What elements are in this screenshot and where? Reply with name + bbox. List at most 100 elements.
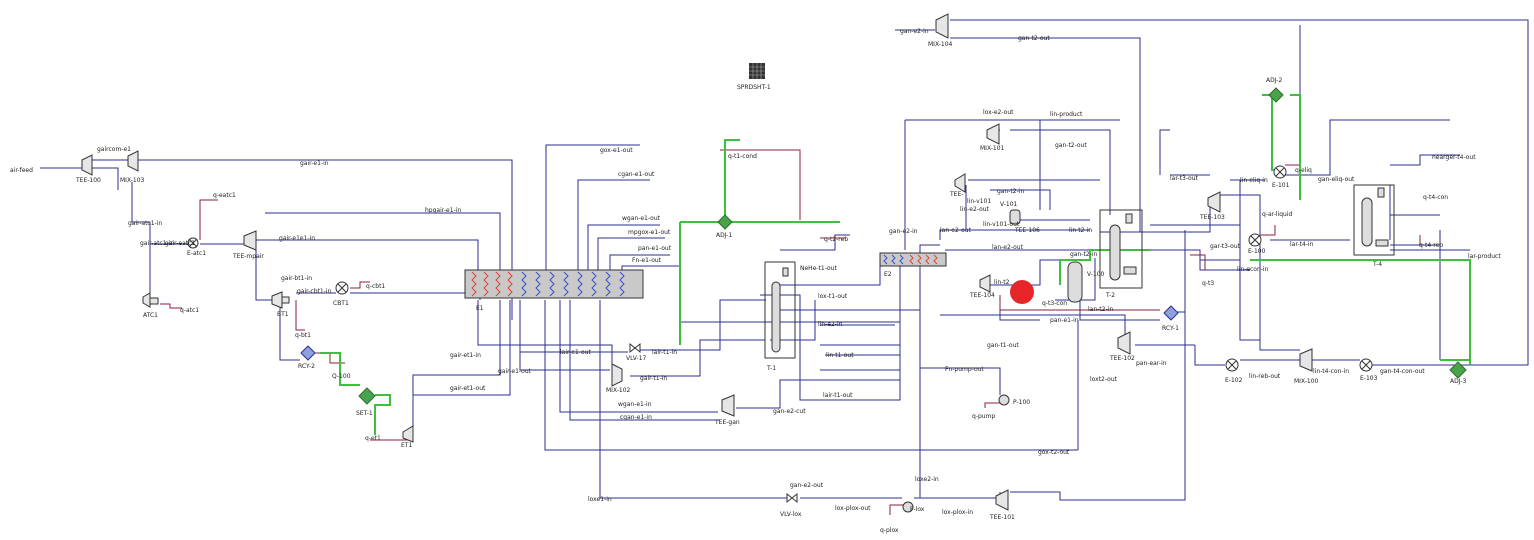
cbt1[interactable] [335, 281, 349, 295]
label-lair-t1-out: lair-t1-out [823, 392, 853, 399]
label-mix-100: MIX-100 [1294, 378, 1319, 385]
label-adj-1: ADJ-1 [716, 232, 732, 239]
label-tee-gan: TEE-gan [714, 419, 740, 426]
label-v-100: V-100 [1087, 271, 1105, 278]
label-t-4: T-4 [1372, 261, 1382, 268]
label-mix-101: MIX-101 [980, 145, 1005, 152]
label-tee-102: TEE-102 [1109, 355, 1135, 362]
label-set-1: SET-1 [356, 410, 373, 417]
p-lox[interactable] [902, 501, 914, 513]
label-mix-104: MIX-104 [928, 41, 953, 48]
tee-icon [995, 489, 1009, 511]
e-100[interactable] [1248, 233, 1262, 247]
mixer-icon [935, 13, 949, 39]
label-mix-103: MIX-103 [120, 177, 145, 184]
tee-icon [721, 394, 735, 417]
label-gan-t4-con-out: gan-t4-con-out [1380, 368, 1425, 375]
tee-mpair[interactable] [243, 230, 257, 251]
tee-102[interactable] [1117, 331, 1131, 355]
label-gan-e2-cut: gan-e2-cut [773, 408, 806, 415]
e-103[interactable] [1359, 358, 1373, 372]
label-tee-mpair: TEE-mpair [232, 253, 264, 260]
pump-icon [902, 501, 914, 513]
label-p-100: P-100 [1013, 399, 1030, 406]
v-100[interactable] [1067, 261, 1083, 303]
e1-heat-exchanger[interactable] [464, 269, 644, 299]
label-gair-e1-out: gair-e1-out [498, 368, 532, 375]
label-t-2: T-2 [1105, 292, 1115, 299]
t-1-column[interactable] [764, 261, 796, 359]
label-gan-e2-in: gan-e2-in [900, 28, 929, 35]
mix-104[interactable] [935, 13, 949, 39]
label-mix-102: MIX-102 [606, 387, 631, 394]
tee-101[interactable] [995, 489, 1009, 511]
p-100[interactable] [998, 394, 1010, 406]
label-q-t1-cond: q-t1-cond [728, 153, 757, 160]
atc1[interactable] [142, 292, 159, 308]
e-atc1[interactable] [187, 237, 199, 249]
label-q-eliq: q-eliq [1295, 167, 1312, 174]
adj-2[interactable] [1268, 87, 1284, 103]
valve-icon [786, 492, 798, 504]
tee-103[interactable] [1207, 191, 1221, 213]
e-102[interactable] [1225, 358, 1239, 372]
e2-heat-exchanger[interactable] [879, 252, 947, 267]
mix-102[interactable] [611, 363, 623, 387]
label-q-pump: q-pump [972, 413, 995, 420]
rcy-1[interactable] [1163, 305, 1179, 321]
label-e-103: E-103 [1360, 375, 1378, 382]
mixer-icon [611, 363, 623, 387]
et1[interactable] [402, 425, 414, 443]
label-gar-t3-out: gar-t3-out [1210, 243, 1241, 250]
label-lin-econ-in: lin-econ-in [1237, 266, 1269, 273]
label-gair-eatc1: gair-eatc1 [165, 240, 195, 247]
set-1[interactable] [358, 387, 376, 405]
mix-101[interactable] [986, 123, 1000, 145]
tee-icon [1207, 191, 1221, 213]
t-2-column[interactable] [1099, 209, 1143, 289]
t-4-column[interactable] [1353, 184, 1395, 256]
label-bt1: BT1 [277, 311, 289, 318]
label-mpgox-e1-out: mpgox-e1-out [628, 229, 671, 236]
label-q-atc1: q-atc1 [180, 307, 199, 314]
bt1[interactable] [271, 291, 290, 309]
tee-100[interactable] [81, 154, 93, 176]
adj-1[interactable] [717, 214, 733, 230]
label-gair-cbt1-in: gair-cbt1-in [297, 288, 332, 295]
rcy-2[interactable] [300, 345, 316, 361]
label-e-102: E-102 [1225, 377, 1243, 384]
mix-103[interactable] [127, 150, 139, 172]
label-gair-e1-in: gair-e1-in [300, 160, 329, 167]
label-tee-100: TEE-100 [75, 177, 101, 184]
adj-3[interactable] [1449, 361, 1467, 379]
label-gox-e1-out: gox-e1-out [600, 147, 633, 154]
vlv-17[interactable] [629, 342, 641, 354]
label-q-t3-con: q-t3-con [1042, 300, 1067, 307]
tee-104[interactable] [979, 274, 991, 293]
tee-gan[interactable] [721, 394, 735, 417]
label-q-t4-con: q-t4-con [1423, 194, 1448, 201]
label-loxt2-out: loxt2-out [1090, 376, 1118, 383]
label-gan-eliq-out: gan-eliq-out [1318, 176, 1355, 183]
label-atc1: ATC1 [143, 312, 158, 319]
label-lin-product: lin-product [1050, 111, 1083, 118]
label-air-feed: air-feed [10, 167, 33, 174]
label-rcy-1: RCY-1 [1162, 325, 1179, 332]
mixer-icon [127, 150, 139, 172]
vlv-lox[interactable] [786, 492, 798, 504]
tee-icon [243, 230, 257, 251]
tee-top[interactable] [954, 173, 966, 193]
tee-icon [954, 173, 966, 193]
label-tee-101: TEE-101 [989, 514, 1015, 521]
v-101[interactable] [1009, 209, 1021, 225]
label-vlv-17: VLV-17 [626, 355, 647, 362]
label-q-eatc1: q-eatc1 [213, 192, 236, 199]
column-icon [1361, 197, 1373, 247]
recycle-icon [1163, 305, 1179, 321]
label-gair-et1-in: gair-et1-in [450, 352, 481, 359]
spreadsheet-1[interactable] [749, 63, 765, 79]
label-lox-t1-out: lox-t1-out [818, 293, 848, 300]
label-cgan-e1-in: cgan-e1-in [620, 414, 652, 421]
mix-100[interactable] [1299, 348, 1313, 372]
e-101[interactable] [1273, 165, 1287, 179]
